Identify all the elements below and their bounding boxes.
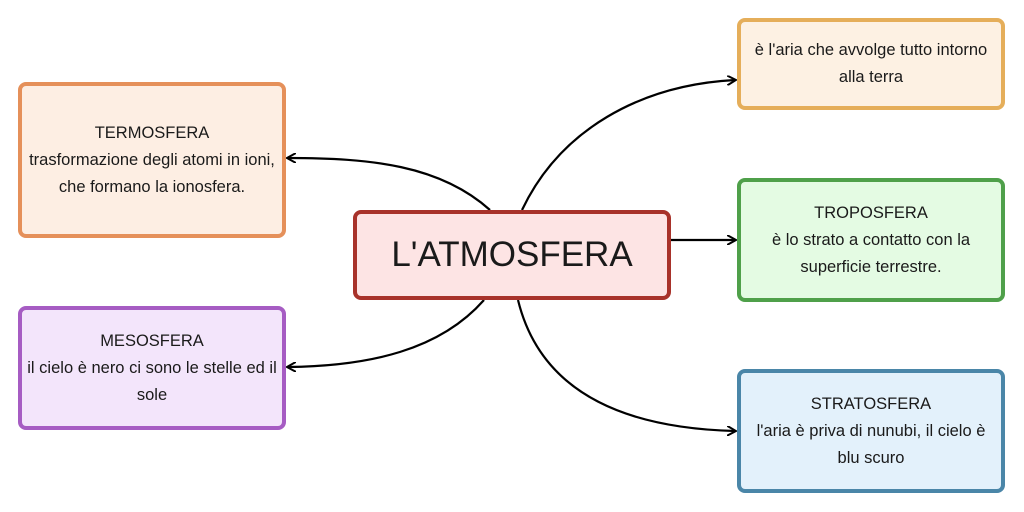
node-troposfera-title: TROPOSFERA <box>814 203 928 222</box>
connector-to-termosfera <box>288 158 491 211</box>
central-node-label: L'ATMOSFERA <box>391 235 633 274</box>
node-termosfera-text: trasformazione degli atomi in ioni, che … <box>29 150 275 196</box>
node-termosfera[interactable]: TERMOSFERA trasformazione degli atomi in… <box>18 82 286 238</box>
node-stratosfera-text: l'aria è priva di nunubi, il cielo è blu… <box>756 421 986 467</box>
node-definizione-text: è l'aria che avvolge tutto intorno alla … <box>754 41 988 86</box>
node-stratosfera-title: STRATOSFERA <box>810 394 932 413</box>
connector-to-definizione <box>521 80 735 211</box>
node-mesosfera-text: il cielo è nero ci sono le stelle ed il … <box>27 358 277 404</box>
node-termosfera-title: TERMOSFERA <box>94 123 210 142</box>
node-troposfera[interactable]: TROPOSFERA è lo strato a contatto con la… <box>737 178 1005 302</box>
node-definizione[interactable]: è l'aria che avvolge tutto intorno alla … <box>737 18 1005 110</box>
node-stratosfera[interactable]: STRATOSFERA l'aria è priva di nunubi, il… <box>737 369 1005 493</box>
node-troposfera-text: è lo strato a contatto con la superficie… <box>771 230 971 276</box>
connector-to-mesosfera <box>288 299 485 367</box>
central-node-atmosfera[interactable]: L'ATMOSFERA <box>353 210 671 300</box>
node-mesosfera-title: MESOSFERA <box>100 331 204 350</box>
connector-to-stratosfera <box>516 299 735 431</box>
node-mesosfera[interactable]: MESOSFERA il cielo è nero ci sono le ste… <box>18 306 286 430</box>
